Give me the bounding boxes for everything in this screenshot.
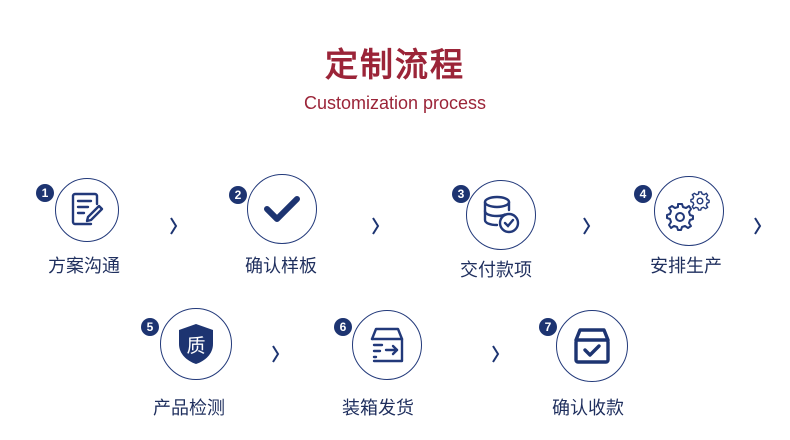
step-2-badge: 2 — [229, 186, 247, 204]
step-1-circle — [55, 178, 119, 242]
step-4-badge: 4 — [634, 185, 652, 203]
step-3-badge: 3 — [452, 185, 470, 203]
step-4-circle — [654, 176, 724, 246]
step-2-label: 确认样板 — [245, 256, 317, 277]
chevron-right-icon — [492, 345, 500, 363]
chevron-right-icon — [170, 217, 178, 235]
step-2-circle — [247, 174, 317, 244]
step-5-circle: 质 — [160, 308, 232, 380]
step-1-badge: 1 — [36, 184, 54, 202]
step-4-label: 安排生产 — [650, 256, 722, 277]
database-check-icon — [483, 195, 520, 234]
step-7-label: 确认收款 — [552, 398, 624, 419]
box-ship-icon — [370, 327, 404, 363]
quality-shield-icon: 质 — [176, 322, 216, 366]
step-3-circle — [466, 180, 536, 250]
chevron-right-icon — [583, 217, 591, 235]
checkmark-icon — [264, 196, 300, 222]
step-7-circle — [556, 310, 628, 382]
step-5-label: 产品检测 — [153, 398, 225, 419]
page-title: 定制流程 — [325, 45, 465, 84]
gears-icon — [666, 191, 710, 231]
step-5-badge: 5 — [141, 318, 159, 336]
document-edit-icon — [71, 192, 104, 226]
step-7-badge: 7 — [539, 318, 557, 336]
step-6-circle — [352, 310, 422, 380]
page-subtitle: Customization process — [303, 93, 487, 113]
chevron-right-icon — [372, 217, 380, 235]
step-6-label: 装箱发货 — [342, 398, 414, 419]
quality-shield-text: 质 — [186, 335, 206, 357]
box-check-icon — [574, 328, 610, 364]
step-3-label: 交付款项 — [460, 260, 532, 281]
step-6-badge: 6 — [334, 318, 352, 336]
step-1-label: 方案沟通 — [48, 256, 120, 277]
chevron-right-icon — [272, 345, 280, 363]
chevron-right-icon — [754, 217, 762, 235]
